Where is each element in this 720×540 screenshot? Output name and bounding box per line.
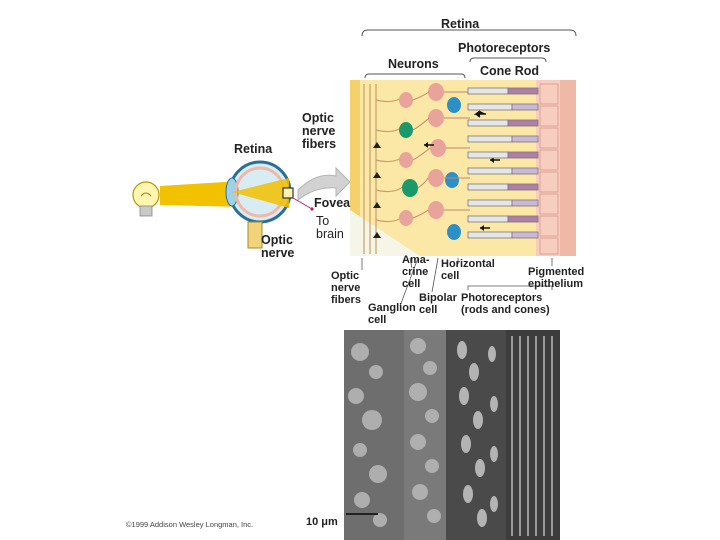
light-bulb-icon: [133, 182, 159, 216]
optic-nerve-label: Optic nerve: [261, 234, 294, 260]
horizontal-cell-label: Horizontal cell: [441, 258, 495, 282]
bipolar-cell-label: Bipolar cell: [419, 292, 457, 316]
fovea-label: Fovea: [314, 197, 350, 210]
optic-nerve-fibers-bottom-label: Optic nerve fibers: [331, 270, 361, 306]
optic-nerve-fibers-mid-label: Optic nerve fibers: [302, 112, 336, 151]
ganglion-cell-label: Ganglion cell: [368, 302, 416, 326]
pigmented-epithelium-label: Pigmented epithelium: [528, 266, 584, 290]
cone-rod-label: Cone Rod: [480, 65, 539, 78]
sem-micrograph: [344, 330, 560, 540]
neurons-label: Neurons: [388, 58, 439, 71]
retina-left-label: Retina: [234, 143, 272, 156]
amacrine-cell-label: Ama- crine cell: [402, 254, 430, 290]
scale-bar-label: 10 μm: [306, 516, 338, 528]
retina-top-label: Retina: [441, 18, 479, 31]
copyright-text: ©1999 Addison Wesley Longman, Inc.: [126, 520, 253, 529]
photoreceptors-top-label: Photoreceptors: [458, 42, 550, 55]
to-brain-label: To brain: [316, 215, 344, 241]
photoreceptors-bottom-label: Photoreceptors (rods and cones): [461, 292, 550, 316]
